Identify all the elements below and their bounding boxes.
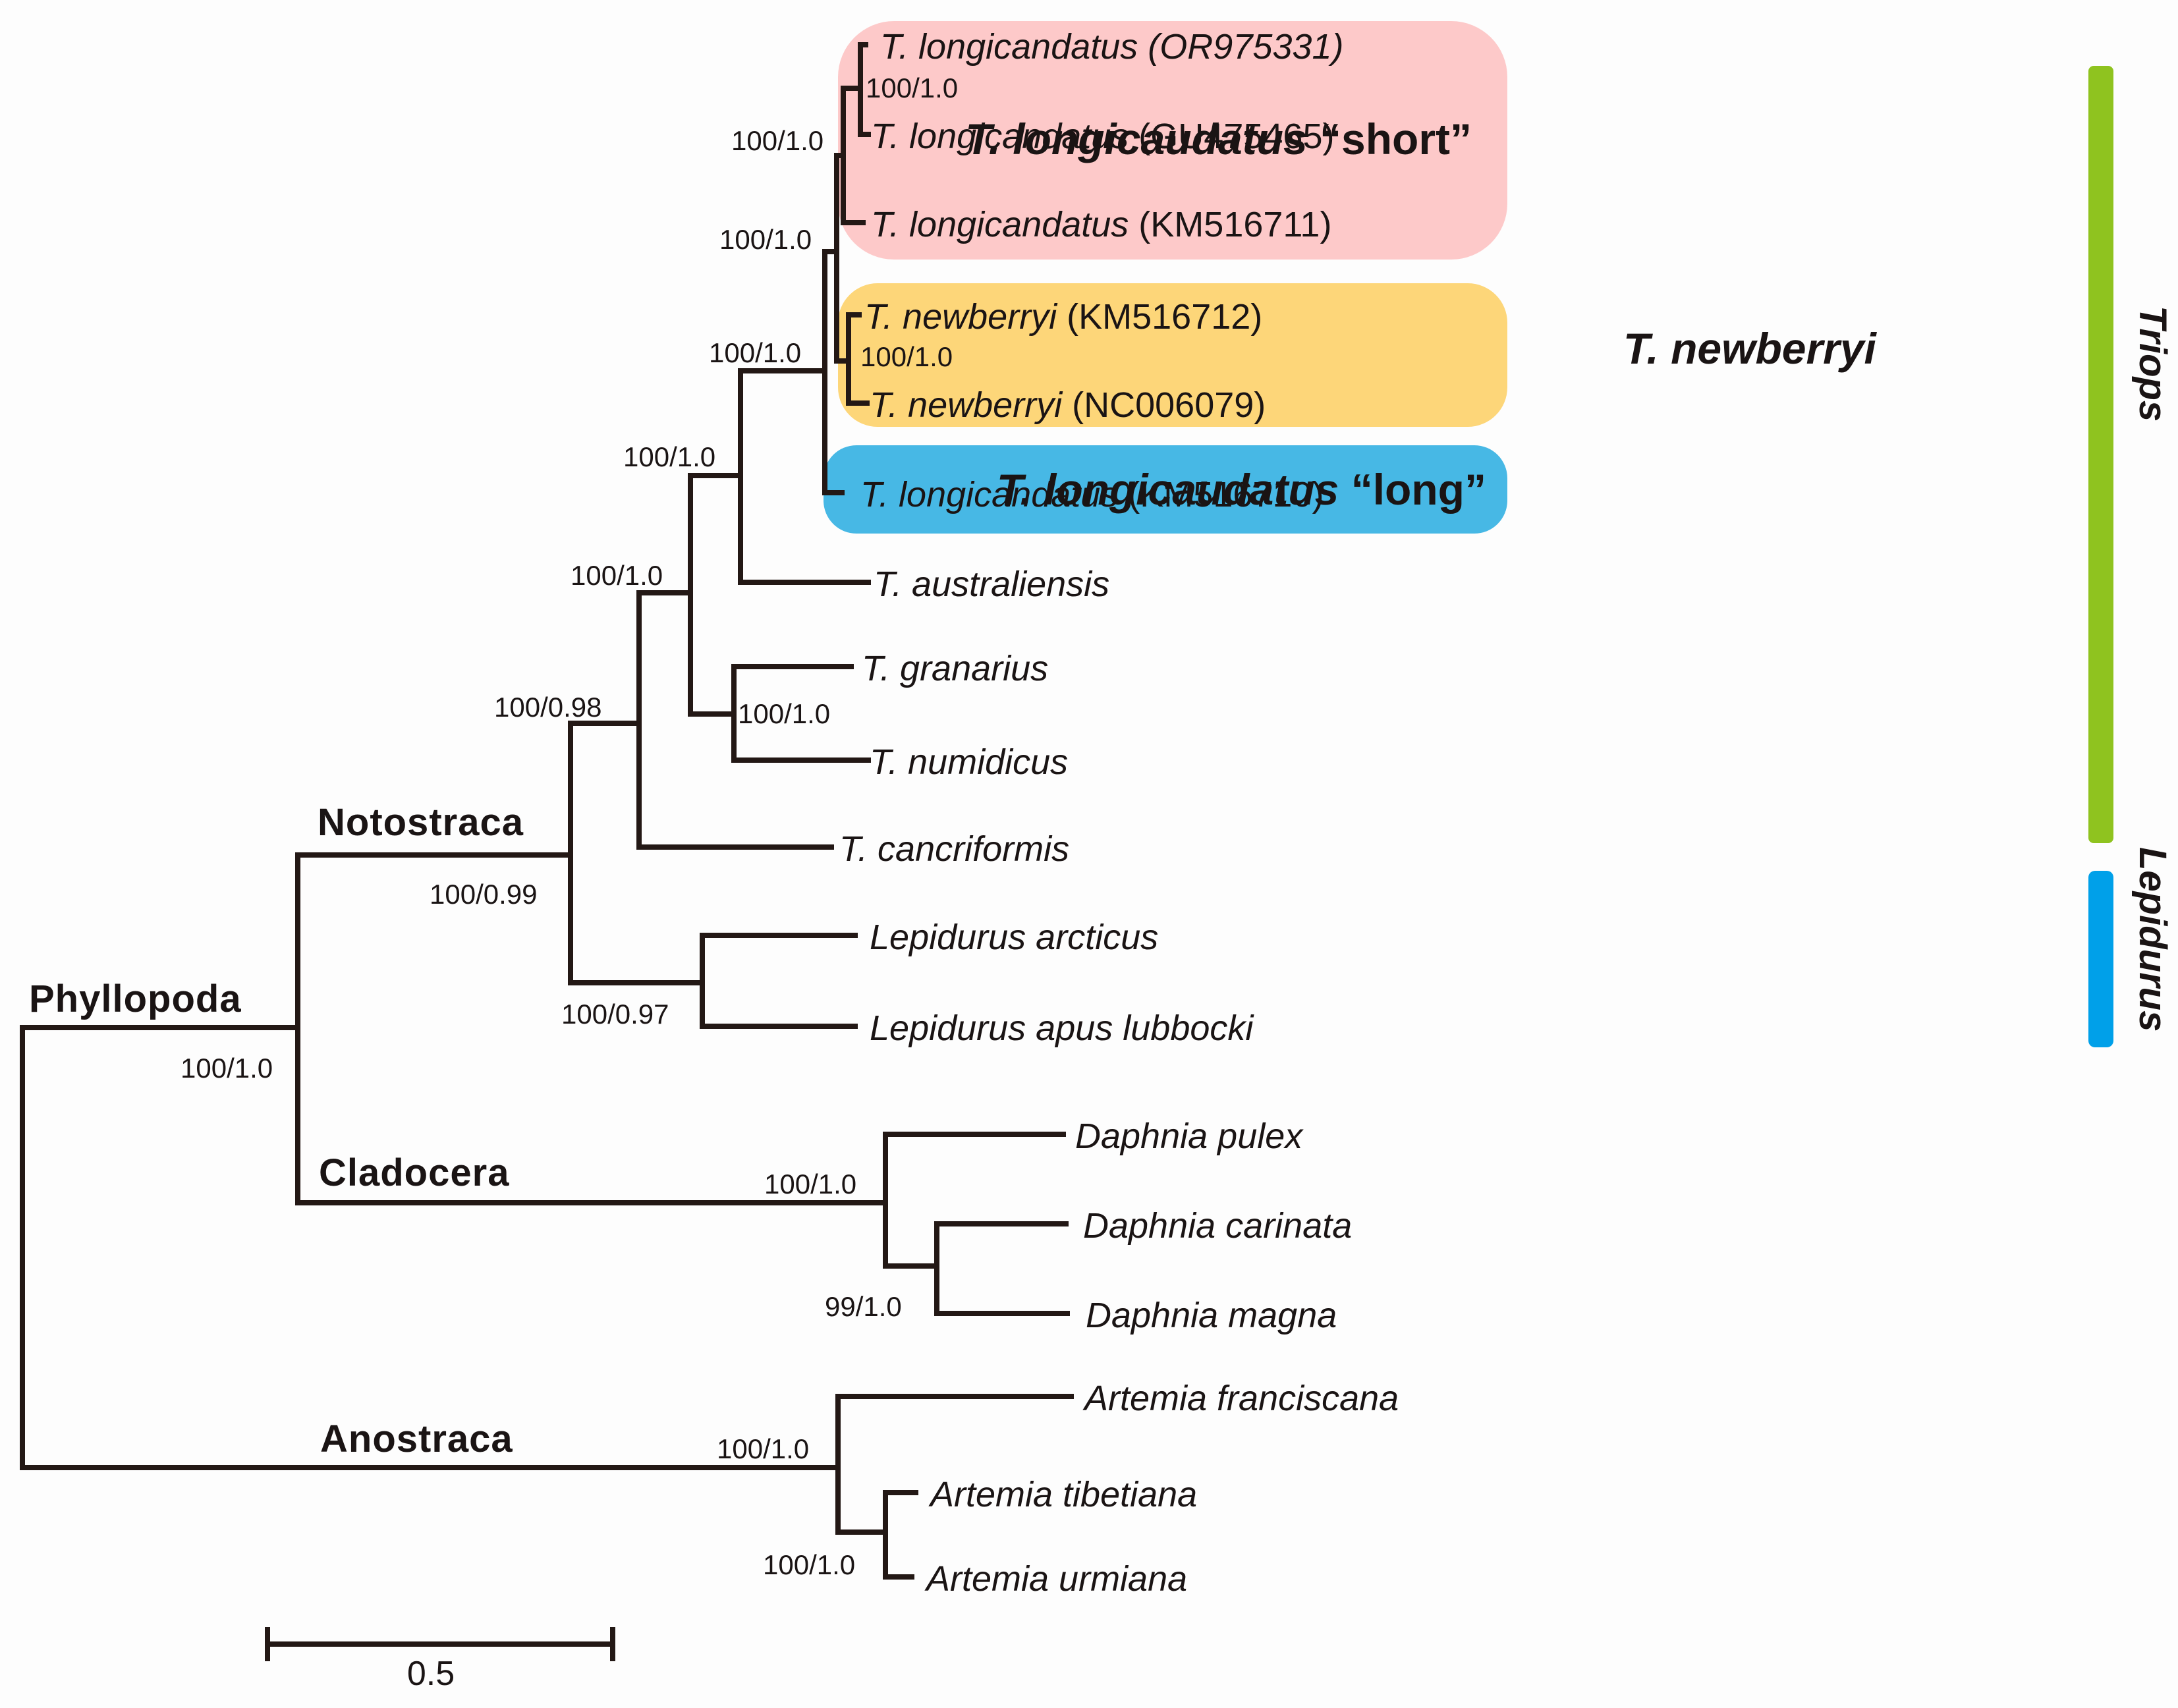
tip-label: T. cancriformis xyxy=(839,829,1069,869)
support-value: 100/1.0 xyxy=(860,341,953,372)
tip-label: T. longicandatus (GU475465) xyxy=(871,117,1334,156)
clade-label-newberryi: T. newberryi xyxy=(1623,324,1878,373)
support-value: 99/1.0 xyxy=(825,1291,902,1322)
support-values: 100/1.0 100/1.0 100/1.0 100/1.0 100/1.0 … xyxy=(181,72,958,1580)
tip-label: Lepidurus apus lubbocki xyxy=(870,1008,1254,1048)
tip-label: T. longicandatus (KM516711) xyxy=(871,205,1331,244)
group-label-cladocera: Cladocera xyxy=(319,1151,509,1194)
clade-label-short: T. longicaudatus “short” xyxy=(965,115,1472,163)
tip-label: Lepidurus arcticus xyxy=(870,918,1158,957)
tip-label: Daphnia pulex xyxy=(1075,1116,1304,1156)
clade-labels: T. longicaudatus “short” T. newberryi T.… xyxy=(965,115,1877,514)
support-value: 100/1.0 xyxy=(571,560,663,591)
highlight-long xyxy=(824,445,1507,534)
support-value: 100/0.97 xyxy=(561,999,669,1030)
tip-label: T. newberryi (NC006079) xyxy=(870,385,1266,425)
tip-label: T. longicandatus (OR975331) xyxy=(880,27,1343,67)
highlight-short xyxy=(838,21,1507,260)
support-value: 100/1.0 xyxy=(738,698,830,729)
genus-label-triops: Triops xyxy=(2131,306,2174,422)
support-value: 100/1.0 xyxy=(717,1433,809,1464)
tip-label: Artemia franciscana xyxy=(1082,1379,1399,1418)
tree-branches xyxy=(20,42,1074,1580)
support-value: 100/1.0 xyxy=(731,125,824,156)
scale-bar: 0.5 xyxy=(265,1627,615,1693)
group-label-anostraca: Anostraca xyxy=(320,1418,513,1460)
triops-bar xyxy=(2088,66,2113,843)
tip-label: Daphnia magna xyxy=(1086,1296,1337,1335)
tip-labels: T. longicandatus (OR975331) T. longicand… xyxy=(839,27,1399,1599)
support-value: 100/1.0 xyxy=(866,72,958,103)
support-value: 100/0.99 xyxy=(430,879,538,910)
tip-label: Artemia tibetiana xyxy=(928,1475,1197,1514)
group-label-phyllopoda: Phyllopoda xyxy=(29,978,242,1020)
lepidurus-bar xyxy=(2088,871,2113,1047)
genus-label-lepidurus: Lepidurus xyxy=(2131,847,2174,1032)
support-value: 100/1.0 xyxy=(181,1053,273,1084)
tip-label: T. australiensis xyxy=(874,565,1109,604)
tip-label: Artemia urmiana xyxy=(924,1559,1187,1599)
group-labels: Phyllopoda Notostraca Cladocera Anostrac… xyxy=(29,801,524,1460)
tip-label: T. newberryi (KM516712) xyxy=(864,297,1262,337)
tip-label: T. granarius xyxy=(862,649,1048,688)
support-value: 100/1.0 xyxy=(763,1549,855,1580)
support-value: 100/1.0 xyxy=(719,224,812,255)
highlight-newberryi xyxy=(838,283,1507,427)
tip-label: Daphnia carinata xyxy=(1083,1206,1352,1246)
scale-bar-line xyxy=(265,1627,615,1661)
clade-label-long: T. longicaudatus “long” xyxy=(997,465,1486,514)
tip-label: T. numidicus xyxy=(870,742,1068,782)
support-value: 100/1.0 xyxy=(709,337,801,368)
group-label-notostraca: Notostraca xyxy=(318,801,524,844)
support-value: 100/1.0 xyxy=(764,1169,856,1199)
tip-label: T. longicandatus (KM516710) xyxy=(860,475,1324,514)
support-value: 100/0.98 xyxy=(494,692,602,723)
support-value: 100/1.0 xyxy=(623,441,715,472)
scale-bar-label: 0.5 xyxy=(407,1655,455,1693)
